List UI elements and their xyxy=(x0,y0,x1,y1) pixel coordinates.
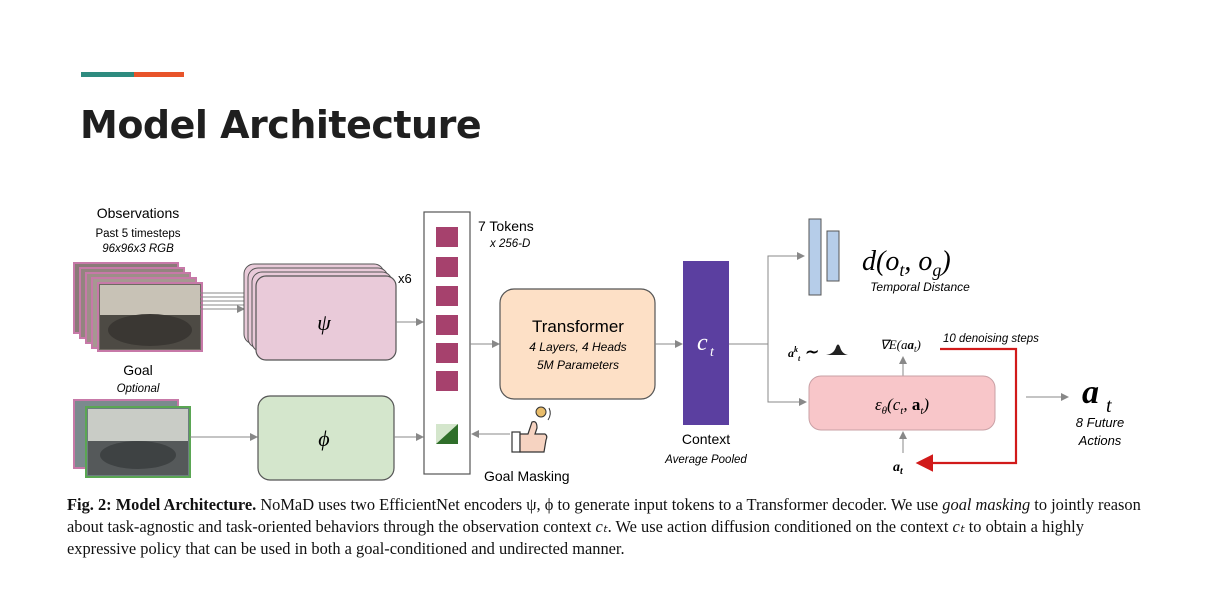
output-symbol: a xyxy=(1082,374,1099,411)
observations-title: Observations xyxy=(97,205,179,221)
caption-ct-2: cₜ xyxy=(952,517,965,536)
x6-label: x6 xyxy=(398,271,412,286)
gaussian-icon xyxy=(826,344,848,355)
caption-text-3: . We use action diffusion conditioned on… xyxy=(607,517,953,536)
transformer-line1: 4 Layers, 4 Heads xyxy=(529,340,626,354)
output-line2: Actions xyxy=(1078,433,1122,448)
figure-caption: Fig. 2: Model Architecture. NoMaD uses t… xyxy=(67,494,1147,560)
context-subscript: t xyxy=(710,345,715,360)
caption-italic-goal-masking: goal masking xyxy=(942,495,1031,514)
diffusion-block xyxy=(808,375,996,431)
psi-symbol: ψ xyxy=(317,310,331,335)
caption-fig-label: Fig. 2: Model Architecture. xyxy=(67,495,257,514)
obs-encoder-stack xyxy=(243,263,397,361)
accent-bar-orange xyxy=(134,72,184,77)
distance-label: Temporal Distance xyxy=(870,280,970,294)
phi-symbol: ϕ xyxy=(318,426,329,451)
observations-sub2: 96x96x3 RGB xyxy=(102,243,174,255)
goal-encoder xyxy=(257,395,395,481)
denoising-label: 10 denoising steps xyxy=(943,333,1039,345)
goal-sub: Optional xyxy=(117,383,160,395)
output-line1: 8 Future xyxy=(1076,415,1124,430)
distance-formula: d(ot, og) xyxy=(862,246,951,280)
caption-text-2: to jointly reason about task-agnostic an… xyxy=(67,495,1141,536)
context-sub: Average Pooled xyxy=(664,454,747,466)
slide-title: Model Architecture xyxy=(80,103,482,147)
accent-bar-teal xyxy=(81,72,134,77)
context-symbol: c xyxy=(697,330,708,356)
distance-bar-2 xyxy=(826,230,840,282)
architecture-diagram: Observations Past 5 timesteps 96x96x3 RG… xyxy=(73,205,1124,484)
transformer-title: Transformer xyxy=(532,317,624,336)
observation-image-stack xyxy=(73,262,203,352)
output-subscript: t xyxy=(1106,395,1112,417)
noise-action-label: akt ∼ xyxy=(788,344,818,363)
token-squares xyxy=(436,227,458,391)
action-input-label: at xyxy=(893,460,904,477)
tokens-sub: x 256-D xyxy=(489,238,530,250)
caption-ct-1: cₜ xyxy=(595,517,608,536)
caption-text-4: to obtain a highly expressive policy tha… xyxy=(67,517,1084,558)
context-label: Context xyxy=(682,431,730,447)
goal-image-stack xyxy=(73,399,191,478)
context-bar xyxy=(683,261,729,425)
thumbs-up-icon xyxy=(511,406,551,453)
grad-label: ∇E(aat) xyxy=(880,337,921,354)
caption-text-1: NoMaD uses two EfficientNet encoders ψ, … xyxy=(256,495,943,514)
goal-title: Goal xyxy=(123,362,153,378)
goal-token xyxy=(436,424,458,444)
tokens-title: 7 Tokens xyxy=(478,218,534,234)
goal-masking-label: Goal Masking xyxy=(484,468,570,484)
observations-sub1: Past 5 timesteps xyxy=(95,228,180,240)
denoising-loop xyxy=(915,347,1018,472)
distance-bar-1 xyxy=(808,218,822,296)
transformer-line2: 5M Parameters xyxy=(537,358,619,372)
diffusion-formula: εθ(ct, at) xyxy=(875,395,929,417)
